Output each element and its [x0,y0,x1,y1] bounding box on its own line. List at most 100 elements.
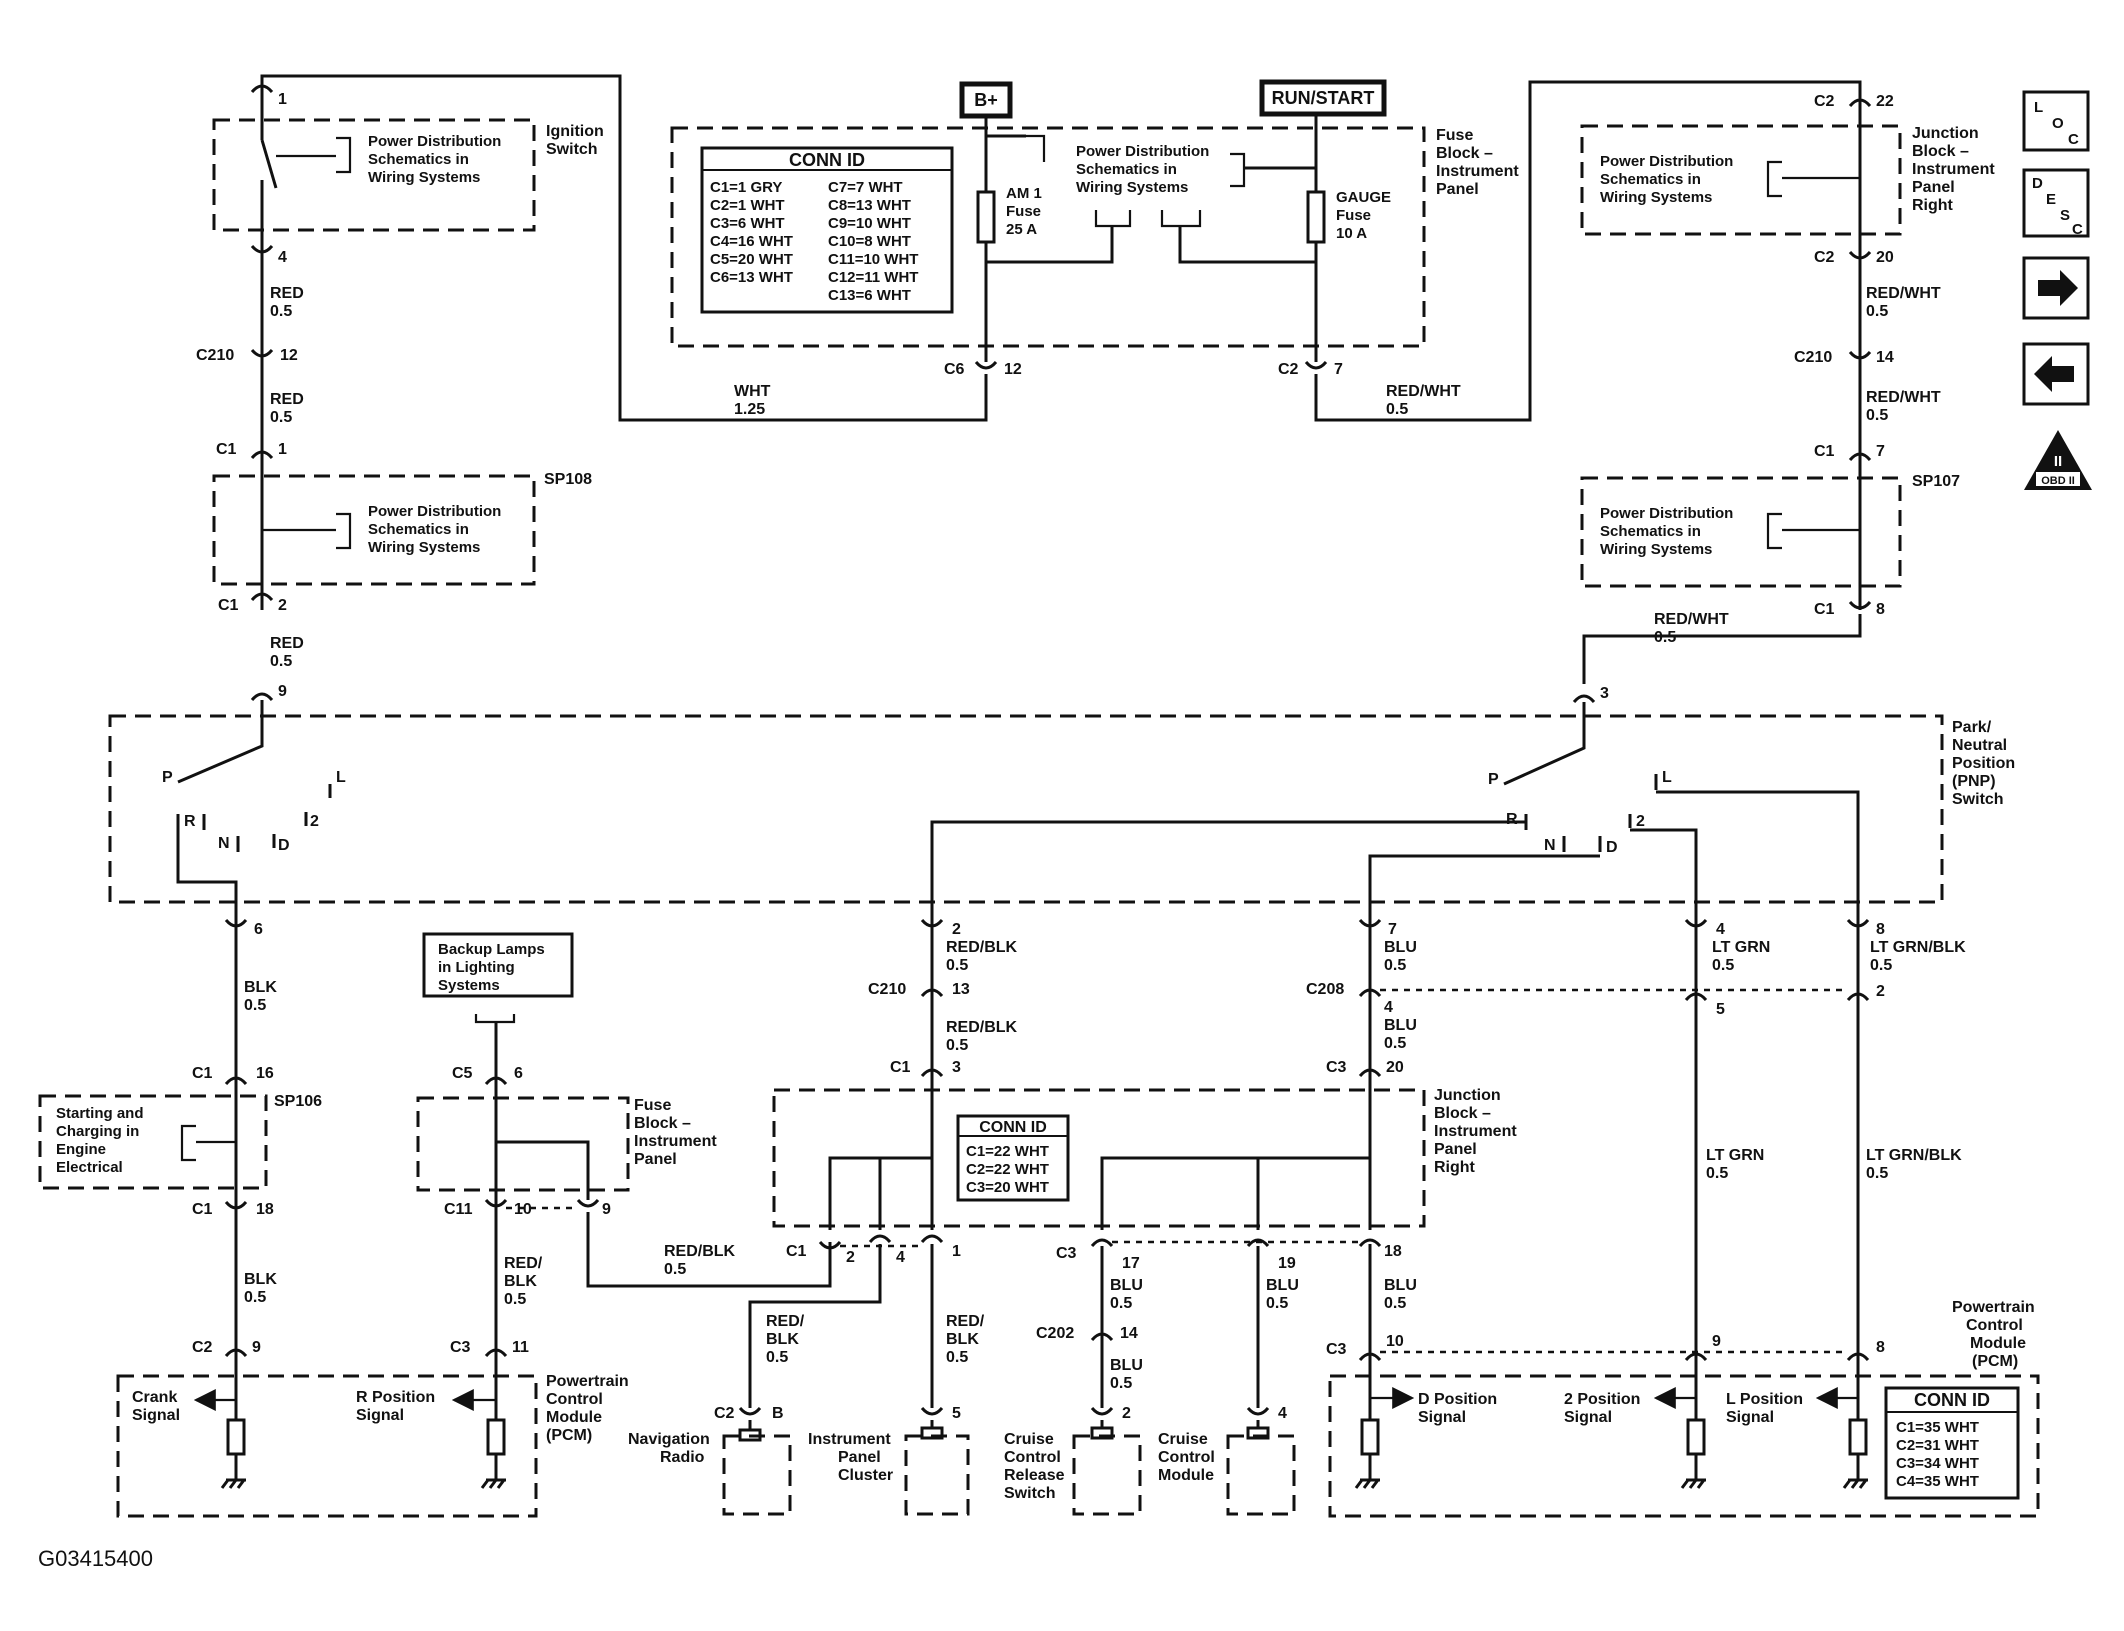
diagram-label: 18 [256,1201,274,1218]
diagram-label: 0.5 [1110,1295,1132,1312]
diagram-label: C1 [192,1065,213,1082]
diagram-label: 0.5 [1266,1295,1288,1312]
diagram-label: Signal [356,1407,404,1424]
diagram-label: Electrical [56,1159,123,1176]
pcm-right-box [1328,1374,2040,1518]
diagram-label: BLU [1110,1357,1143,1374]
diagram-label: 9 [252,1339,261,1356]
obd-ii-button[interactable]: II OBD II [2024,430,2092,490]
next-arrow-button[interactable] [2022,256,2090,320]
diagram-label: C2=31 WHT [1896,1437,1979,1454]
ignition-switch-box [212,118,536,232]
diagram-label: 14 [1876,349,1894,366]
jb-bottom-box [772,1088,1426,1228]
diagram-label: E [2046,191,2056,208]
diagram-label: LT GRN/BLK [1870,939,1966,956]
diagram-label: P [162,769,173,786]
diagram-label: 0.5 [1384,1035,1406,1052]
diagram-label: in Lighting [438,959,515,976]
diagram-label: CONN ID [1914,1390,1990,1410]
diagram-label: 22 [1876,93,1894,110]
diagram-label: C202 [1036,1325,1074,1342]
right-arrow-icon [2038,270,2078,306]
diagram-label: 3 [1600,685,1609,702]
diagram-label: Module [1970,1335,2026,1352]
diagram-label: Ignition [546,123,604,140]
diagram-label: 4 [1716,921,1725,938]
diagram-label: BLK [244,1271,277,1288]
loc-button[interactable]: L O C [2022,90,2090,152]
diagram-label: C2 [714,1405,735,1422]
diagram-label: 0.5 [1870,957,1892,974]
fuse-block-top-label-2: Block – [1436,145,1493,162]
diagram-label: 2 [310,813,319,830]
diagram-label: LT GRN [1712,939,1770,956]
diagram-label: (PCM) [546,1427,592,1444]
diagram-label: 9 [278,683,287,700]
run-start-source: RUN/START [1259,79,1387,117]
diagram-label: Instrument [808,1431,891,1448]
diagram-label: Block – [1912,143,1969,160]
diagram-label: Backup Lamps [438,941,545,958]
diagram-label: RED/ [946,1313,985,1330]
diagram-label: C1 [786,1243,807,1260]
diagram-label: 2 [846,1249,855,1266]
diagram-label: C6 [944,361,965,378]
diagram-label: P [1488,771,1499,788]
diagram-label: Junction [1912,125,1979,142]
backup-lamps-box [422,932,574,998]
diagram-label: 2 [1636,813,1645,830]
bplus-source: B+ [959,81,1013,119]
diagram-label: C6=13 WHT [710,269,793,286]
diagram-label: Crank [132,1389,177,1406]
diagram-label: 20 [1876,249,1894,266]
diagram-label: O [2052,115,2064,132]
diagram-label: 0.5 [1706,1165,1728,1182]
diagram-label: C3=20 WHT [966,1179,1049,1196]
figure-id: G03415400 [38,1546,153,1571]
diagram-label: SP107 [1912,473,1960,490]
diagram-label: Junction [1434,1087,1501,1104]
diagram-label: 1.25 [734,401,765,418]
prev-arrow-button[interactable] [2022,342,2090,406]
diagram-label: Park/ [1952,719,1992,736]
diagram-label: 6 [254,921,263,938]
diagram-label: Power Distribution [1600,505,1733,522]
diagram-label: Power Distribution [368,133,501,150]
diagram-label: 9 [1712,1333,1721,1350]
diagram-label: 2 [278,597,287,614]
diagram-label: BLK [766,1331,799,1348]
diagram-label: 25 A [1006,221,1037,238]
diagram-label: 5 [1716,1001,1725,1018]
conn-id-table-pcm: CONN ID C1=35 WHT C2=31 WHT C3=34 WHT C4… [1884,1386,2020,1500]
diagram-label: C1=1 GRY [710,179,782,196]
diagram-label: Engine [56,1141,106,1158]
fuse-block-top-box [670,126,1426,348]
diagram-label: S [2060,207,2070,224]
desc-button[interactable]: D E S C [2022,168,2090,238]
diagram-label: C5=20 WHT [710,251,793,268]
fuse-block-top-label-1: Fuse [1436,127,1473,144]
diagram-label: R Position [356,1389,435,1406]
diagram-label: 10 A [1336,225,1367,242]
diagram-label: BLK [244,979,277,996]
diagram-label: 0.5 [1712,957,1734,974]
diagram-label: D Position [1418,1391,1497,1408]
diagram-label: 5 [952,1405,961,1422]
diagram-label: C9=10 WHT [828,215,911,232]
diagram-label: 1 [952,1243,961,1260]
diagram-label: C2 [192,1339,213,1356]
fuse-block-top-label-4: Panel [1436,181,1479,198]
diagram-label: 0.5 [244,997,266,1014]
diagram-label: Switch [1004,1485,1056,1502]
diagram-label: Module [1158,1467,1214,1484]
conn-id-table-top: CONN ID C1=1 GRY C2=1 WHT C3=6 WHT C4=16… [700,146,954,314]
diagram-label: Panel [1434,1141,1477,1158]
diagram-label: RED/WHT [1386,383,1461,400]
diagram-label: LT GRN [1706,1147,1764,1164]
diagram-label: RED [270,635,304,652]
diagram-label: Panel [1912,179,1955,196]
diagram-label: 0.5 [270,653,292,670]
diagram-label: 8 [1876,601,1885,618]
diagram-label: Power Distribution [1600,153,1733,170]
